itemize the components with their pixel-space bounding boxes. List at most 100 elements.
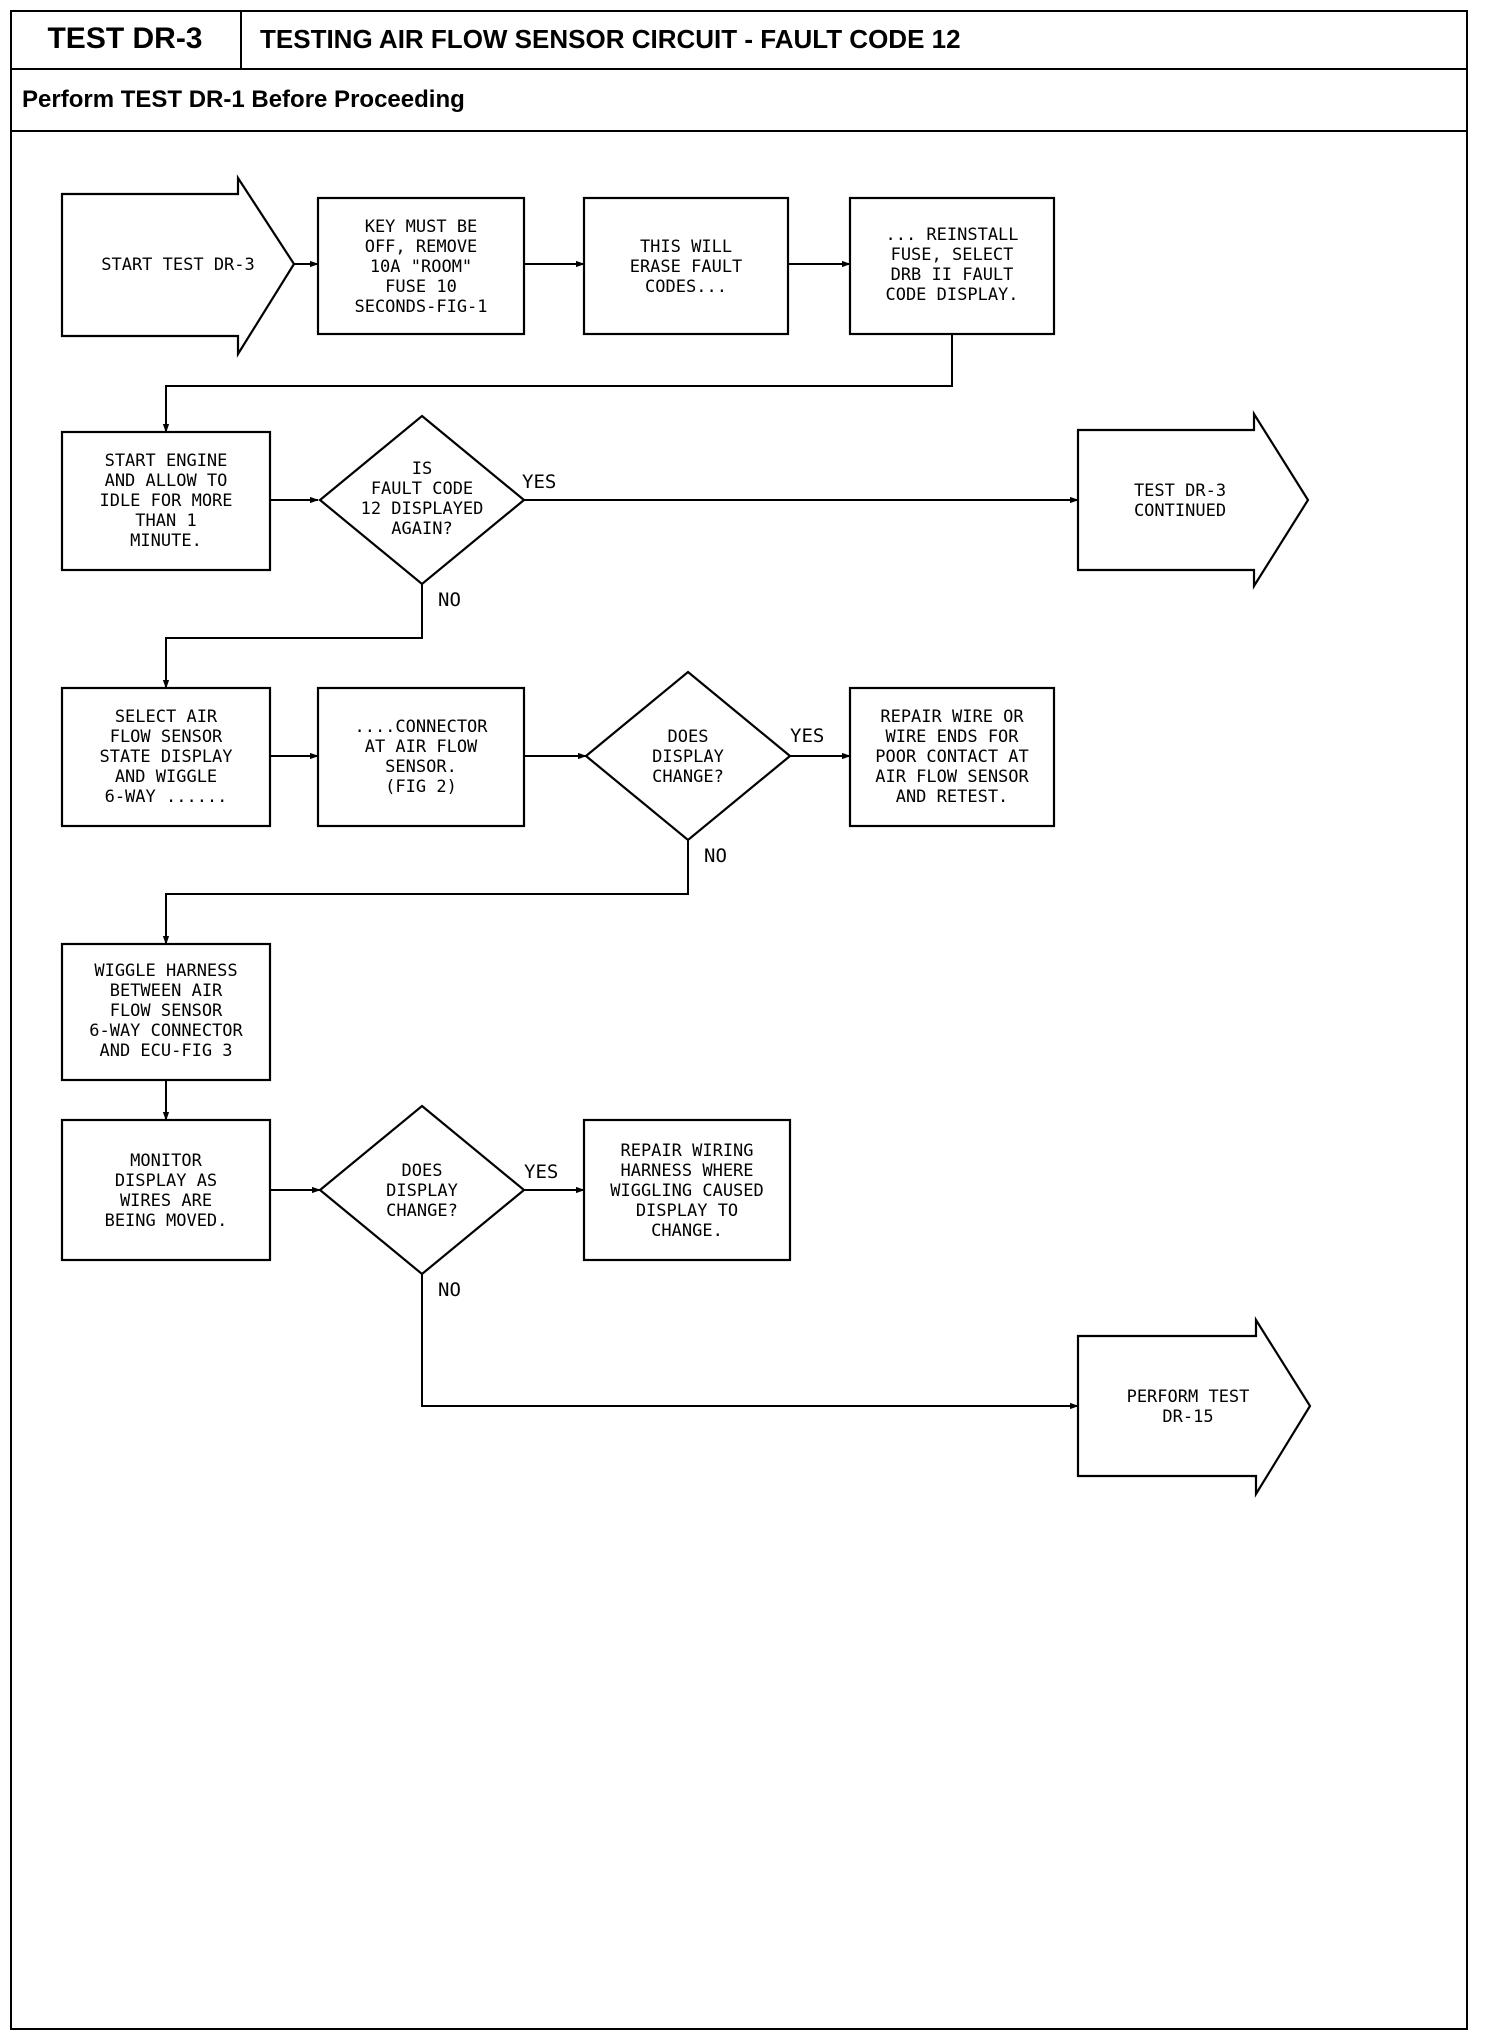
q1-yes-label: YES (522, 471, 556, 493)
header-row: TEST DR-3 TESTING AIR FLOW SENSOR CIRCUI… (10, 10, 1468, 70)
perform-dr15-line: DR-15 (1162, 1407, 1213, 1427)
monitor-line: WIRES ARE (120, 1191, 212, 1211)
select-afs-line: STATE DISPLAY (99, 747, 232, 767)
monitor-line: MONITOR (130, 1151, 202, 1171)
repair-harness-line: WIGGLING CAUSED (610, 1181, 764, 1201)
key-off-line: 10A "ROOM" (370, 257, 472, 277)
monitor-display-box (60, 1118, 272, 1262)
connector-q1-no (162, 584, 423, 689)
monitor-line: BEING MOVED. (105, 1211, 228, 1231)
repair-wire-line: AND RETEST. (896, 787, 1009, 807)
continued-line: TEST DR-3 (1134, 481, 1226, 501)
erase-codes-box (582, 196, 790, 336)
q-display2-line: DISPLAY (386, 1181, 458, 1201)
connector-line: AT AIR FLOW (365, 737, 478, 757)
wiggle-harness-line: 6-WAY CONNECTOR (89, 1021, 243, 1041)
q3-yes-label: YES (524, 1161, 558, 1183)
q3-no-label: NO (438, 1279, 461, 1301)
wiggle-harness-line: WIGGLE HARNESS (94, 961, 237, 981)
connector-reinstall-to-engine (162, 334, 953, 433)
repair-harness-box (582, 1118, 792, 1262)
q-display1-line: DISPLAY (652, 747, 724, 767)
select-afs-line: SELECT AIR (115, 707, 218, 727)
erase-line: THIS WILL (640, 237, 732, 257)
repair-wire-line: WIRE ENDS FOR (885, 727, 1019, 747)
display-change-decision-1 (584, 670, 792, 842)
reinstall-line: DRB II FAULT (891, 265, 1014, 285)
prerequisite-note: Perform TEST DR-1 Before Proceeding (22, 86, 465, 113)
repair-wire-line: POOR CONTACT AT (875, 747, 1029, 767)
reinstall-line: FUSE, SELECT (891, 245, 1014, 265)
q-display1-line: CHANGE? (652, 767, 724, 787)
start-engine-box (60, 430, 272, 572)
start-engine-line: THAN 1 (135, 511, 196, 531)
q1-no-label: NO (438, 589, 461, 611)
start-arrow (60, 174, 296, 358)
q-display2-line: DOES (402, 1161, 443, 1181)
key-off-line: SECONDS-FIG-1 (354, 297, 487, 317)
display-change-decision-2 (318, 1104, 526, 1276)
perform-dr15-arrow (1076, 1316, 1312, 1498)
wiggle-harness-line: BETWEEN AIR (110, 981, 223, 1001)
q-fault12-line: 12 DISPLAYED (361, 499, 484, 519)
key-off-box (316, 196, 526, 336)
q-fault12-line: AGAIN? (391, 519, 452, 539)
reinstall-line: ... REINSTALL (885, 225, 1018, 245)
repair-harness-line: CHANGE. (651, 1221, 723, 1241)
select-air-flow-box (60, 686, 272, 828)
select-afs-line: AND WIGGLE (115, 767, 217, 787)
q-display2-line: CHANGE? (386, 1201, 458, 1221)
reinstall-line: CODE DISPLAY. (885, 285, 1018, 305)
connector-line: SENSOR. (385, 757, 457, 777)
wiggle-harness-line: AND ECU-FIG 3 (99, 1041, 232, 1061)
repair-harness-line: REPAIR WIRING (620, 1141, 753, 1161)
fault-code-12-decision (318, 414, 526, 586)
page-title: TESTING AIR FLOW SENSOR CIRCUIT - FAULT … (260, 23, 961, 54)
select-afs-line: 6-WAY ...... (105, 787, 228, 807)
key-off-line: FUSE 10 (385, 277, 457, 297)
connector-q2-no (162, 840, 689, 945)
q2-no-label: NO (704, 845, 727, 867)
erase-line: ERASE FAULT (630, 257, 743, 277)
q-display1-line: DOES (668, 727, 709, 747)
start-label: START TEST DR-3 (101, 255, 255, 275)
prerequisite-row: Perform TEST DR-1 Before Proceeding (10, 70, 1468, 132)
start-engine-line: MINUTE. (130, 531, 202, 551)
repair-wire-line: REPAIR WIRE OR (880, 707, 1024, 727)
wiggle-harness-line: FLOW SENSOR (110, 1001, 223, 1021)
wiggle-harness-box (60, 942, 272, 1082)
test-id-label: TEST DR-3 (10, 10, 242, 68)
select-afs-line: FLOW SENSOR (110, 727, 223, 747)
q2-yes-label: YES (790, 725, 824, 747)
q-fault12-line: FAULT CODE (371, 479, 473, 499)
monitor-line: DISPLAY AS (115, 1171, 217, 1191)
repair-harness-line: DISPLAY TO (636, 1201, 738, 1221)
repair-harness-line: HARNESS WHERE (620, 1161, 753, 1181)
key-off-line: OFF, REMOVE (365, 237, 478, 257)
continued-line: CONTINUED (1134, 501, 1226, 521)
start-engine-line: START ENGINE (105, 451, 228, 471)
repair-wire-line: AIR FLOW SENSOR (875, 767, 1029, 787)
perform-dr15-line: PERFORM TEST (1127, 1387, 1250, 1407)
reinstall-fuse-box (848, 196, 1056, 336)
start-line: START TEST DR-3 (101, 255, 255, 275)
connector-line: (FIG 2) (385, 777, 457, 797)
connectors (162, 260, 1079, 1410)
repair-wire-box (848, 686, 1056, 828)
